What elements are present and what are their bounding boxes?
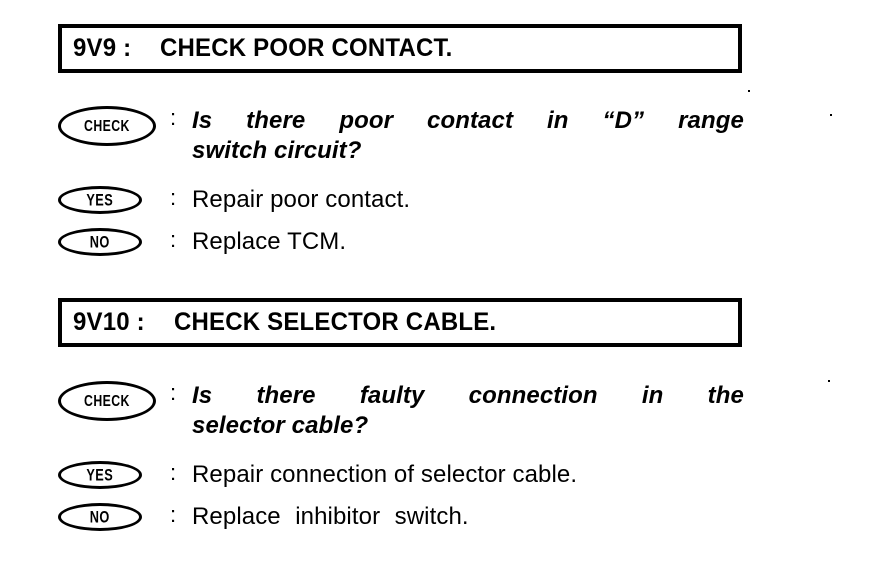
question-line-1: Is there faulty connection in the (192, 382, 744, 409)
step-code-9v9: 9V9 : (73, 34, 132, 62)
no-row-9v10: NO : Replace inhibitor switch. (58, 503, 469, 531)
scan-speckle (748, 90, 750, 92)
badge-cell: YES (58, 186, 170, 214)
no-badge: NO (58, 503, 142, 531)
badge-cell: CHECK (58, 106, 170, 146)
step-header-box-9v9: 9V9 : CHECK POOR CONTACT. (58, 24, 742, 73)
yes-row-9v10: YES : Repair connection of selector cabl… (58, 461, 577, 489)
question-text-cell: Is there faulty connection in the select… (192, 381, 744, 441)
question-line-2: switch circuit? (192, 137, 362, 164)
row-separator: : (170, 502, 177, 527)
scan-speckle (830, 114, 832, 116)
question-text-cell: Is there poor contact in “D” range switc… (192, 106, 744, 166)
step-header-box-9v10: 9V10 : CHECK SELECTOR CABLE. (58, 298, 742, 347)
row-separator: : (170, 227, 177, 252)
step-code-9v10: 9V10 : (73, 308, 145, 336)
check-row-9v10: CHECK : Is there faulty connection in th… (58, 381, 744, 441)
check-badge: CHECK (58, 106, 156, 146)
badge-cell: NO (58, 503, 170, 531)
row-separator: : (170, 460, 177, 485)
answer-text-cell: Replace inhibitor switch. (192, 503, 469, 531)
step-title-9v10: CHECK SELECTOR CABLE. (173, 308, 497, 336)
row-separator: : (170, 185, 177, 210)
answer-text-yes-9v9: Repair poor contact. (192, 186, 411, 213)
question-line-1: Is there poor contact in “D” range (192, 107, 744, 134)
yes-row-9v9: YES : Repair poor contact. (58, 186, 410, 214)
question-line-2: selector cable? (192, 412, 369, 439)
answer-text-yes-9v10: Repair connection of selector cable. (192, 461, 578, 488)
scan-speckle (828, 380, 830, 382)
no-badge: NO (58, 228, 142, 256)
badge-cell: YES (58, 461, 170, 489)
yes-badge: YES (58, 461, 142, 489)
answer-text-cell: Repair connection of selector cable. (192, 461, 577, 489)
check-badge: CHECK (58, 381, 156, 421)
answer-text-no-9v9: Replace TCM. (192, 228, 347, 255)
answer-text-no-9v10: Replace inhibitor switch. (192, 503, 469, 530)
yes-badge: YES (58, 186, 142, 214)
step-title-9v9: CHECK POOR CONTACT. (159, 34, 453, 62)
check-row-9v9: CHECK : Is there poor contact in “D” ran… (58, 106, 744, 166)
question-text-9v10: Is there faulty connection in the select… (192, 381, 744, 441)
question-text-9v9: Is there poor contact in “D” range switc… (192, 106, 744, 166)
no-row-9v9: NO : Replace TCM. (58, 228, 346, 256)
row-separator: : (170, 380, 177, 405)
answer-text-cell: Repair poor contact. (192, 186, 410, 214)
row-separator: : (170, 105, 177, 130)
badge-cell: CHECK (58, 381, 170, 421)
answer-text-cell: Replace TCM. (192, 228, 346, 256)
badge-cell: NO (58, 228, 170, 256)
